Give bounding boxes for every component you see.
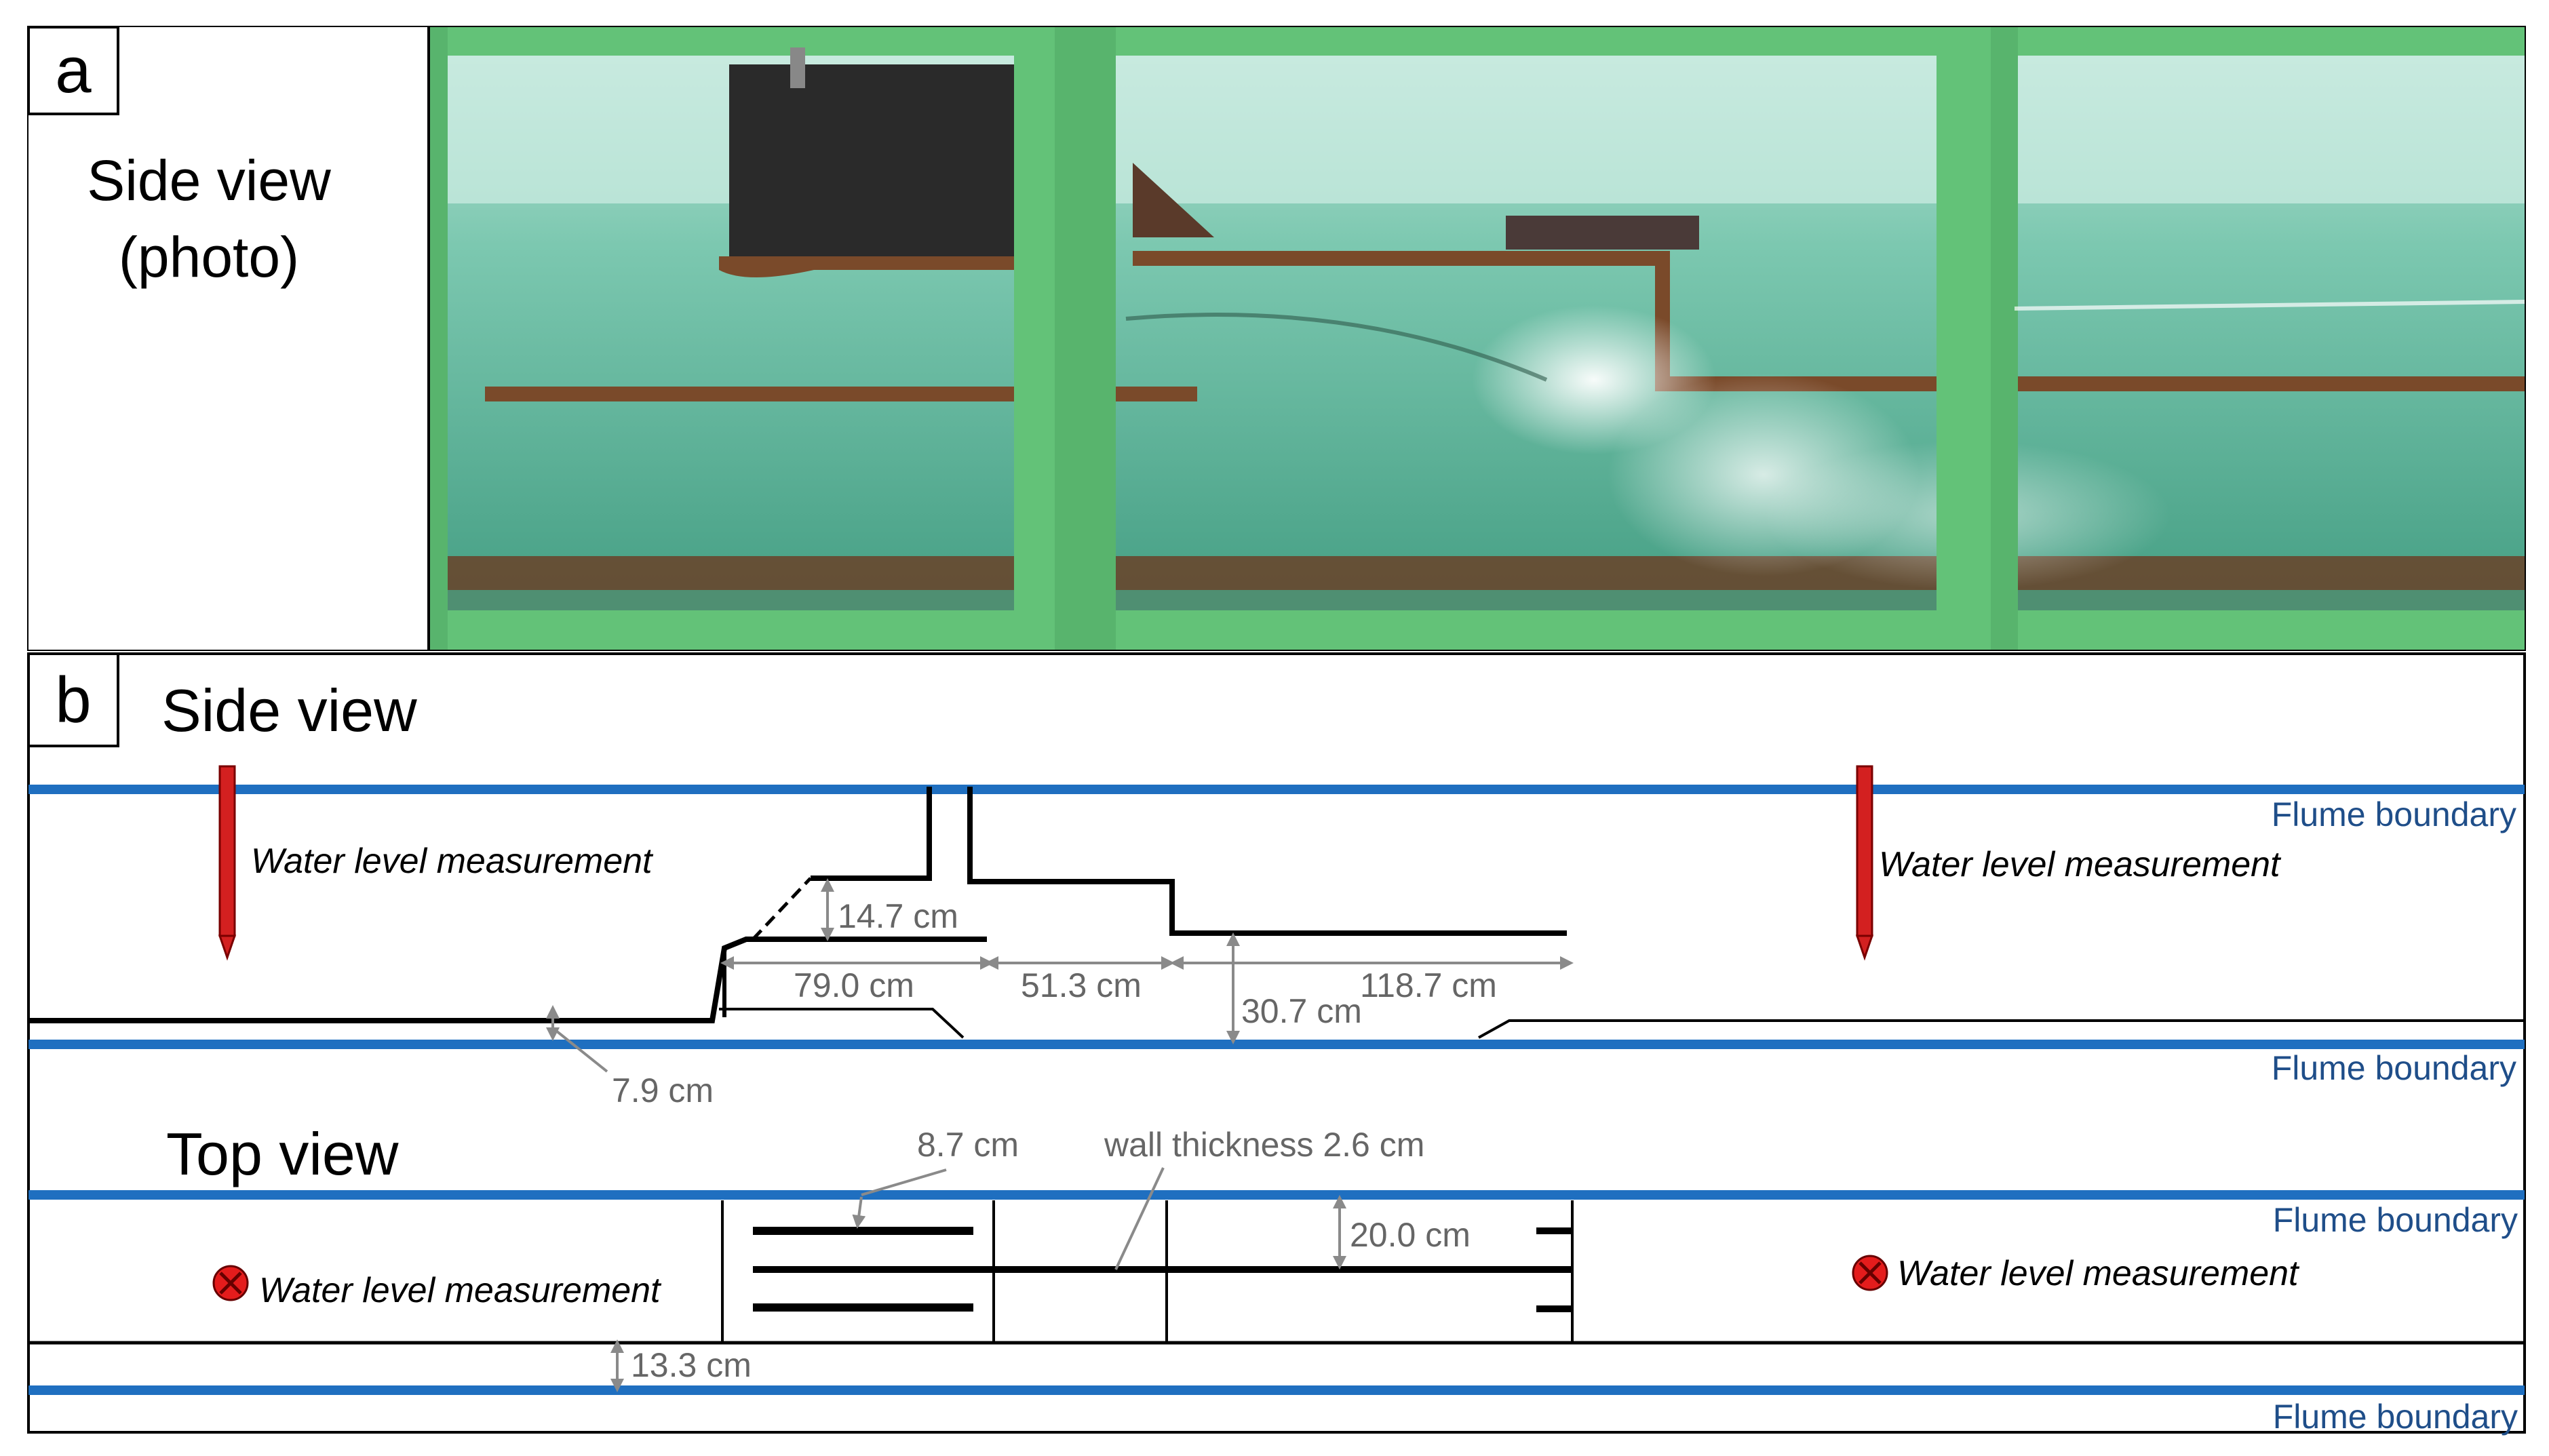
side-view-title: Side view <box>161 677 417 744</box>
water-level-label: Water level measurement <box>1897 1254 2300 1293</box>
water-level-label: Water level measurement <box>251 842 654 881</box>
flume-boundary-label: Flume boundary <box>2273 1201 2518 1239</box>
dim-30-7: 30.7 cm <box>1241 992 1362 1030</box>
panel-a-label: a <box>55 34 92 106</box>
probe-icon <box>218 765 237 961</box>
flume-boundary-label: Flume boundary <box>2273 1398 2518 1436</box>
panel-a: a Side view (photo) <box>27 26 2526 651</box>
probe-icon <box>1855 765 1874 961</box>
dim-13-3: 13.3 cm <box>631 1346 752 1384</box>
flume-boundary-label: Flume boundary <box>2272 1049 2516 1087</box>
dimension-lines <box>546 878 1574 1073</box>
panel-a-caption-1: Side view <box>87 149 331 212</box>
dim-118-7: 118.7 cm <box>1360 966 1497 1004</box>
dim-79-0: 79.0 cm <box>794 966 914 1004</box>
dim-51-3: 51.3 cm <box>1021 966 1142 1004</box>
panel-b: b Side view Flume boundary Flume boundar… <box>27 652 2526 1436</box>
dim-14-7: 14.7 cm <box>838 897 958 935</box>
flume-photo <box>429 27 2525 650</box>
dim-20-0: 20.0 cm <box>1350 1216 1471 1254</box>
dim-7-9: 7.9 cm <box>612 1071 714 1109</box>
dim-8-7: 8.7 cm <box>917 1126 1019 1164</box>
water-level-label: Water level measurement <box>1879 845 2282 884</box>
measurement-point-icon <box>1852 1255 1888 1291</box>
panel-b-label: b <box>55 664 91 736</box>
panel-a-caption-2: (photo) <box>119 225 299 289</box>
top-view-structure <box>28 1200 2525 1345</box>
water-level-label: Water level measurement <box>259 1271 662 1310</box>
measurement-point-icon <box>212 1265 249 1301</box>
top-dimension-lines <box>610 1167 1346 1392</box>
top-view-title: Top view <box>166 1120 399 1187</box>
flume-boundary-label: Flume boundary <box>2272 795 2516 833</box>
dim-wall-thickness: wall thickness 2.6 cm <box>1104 1126 1424 1164</box>
